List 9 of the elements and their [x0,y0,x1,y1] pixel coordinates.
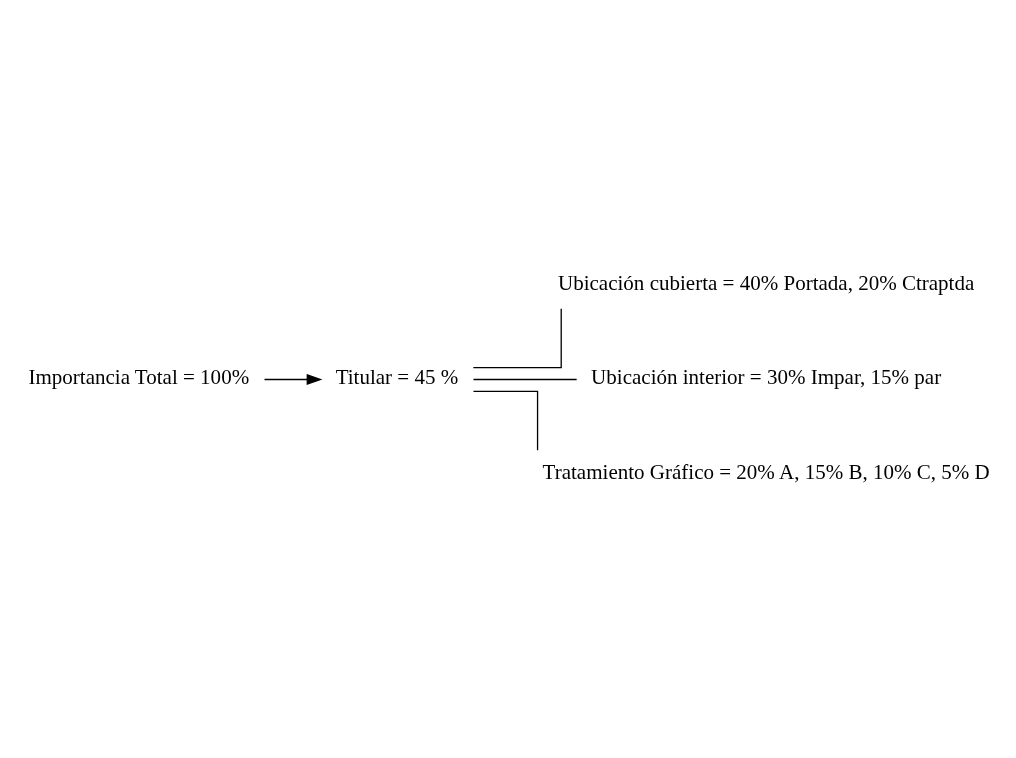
arrow [263,373,323,385]
node-text: Titular = 45 % [335,364,459,389]
connector [472,307,562,368]
node-text: Ubicación cubierta = 40% Portada, 20% Ctraptda [558,270,975,295]
node-text: Tratamiento Gráfico = 20% A, 15% B, 10% C, 5% D [542,459,990,484]
node-text: Ubicación interior = 30% Impar, 15% par [591,364,942,389]
connector [472,378,578,380]
connector [472,390,539,451]
node-text: Importancia Total = 100% [28,364,250,389]
